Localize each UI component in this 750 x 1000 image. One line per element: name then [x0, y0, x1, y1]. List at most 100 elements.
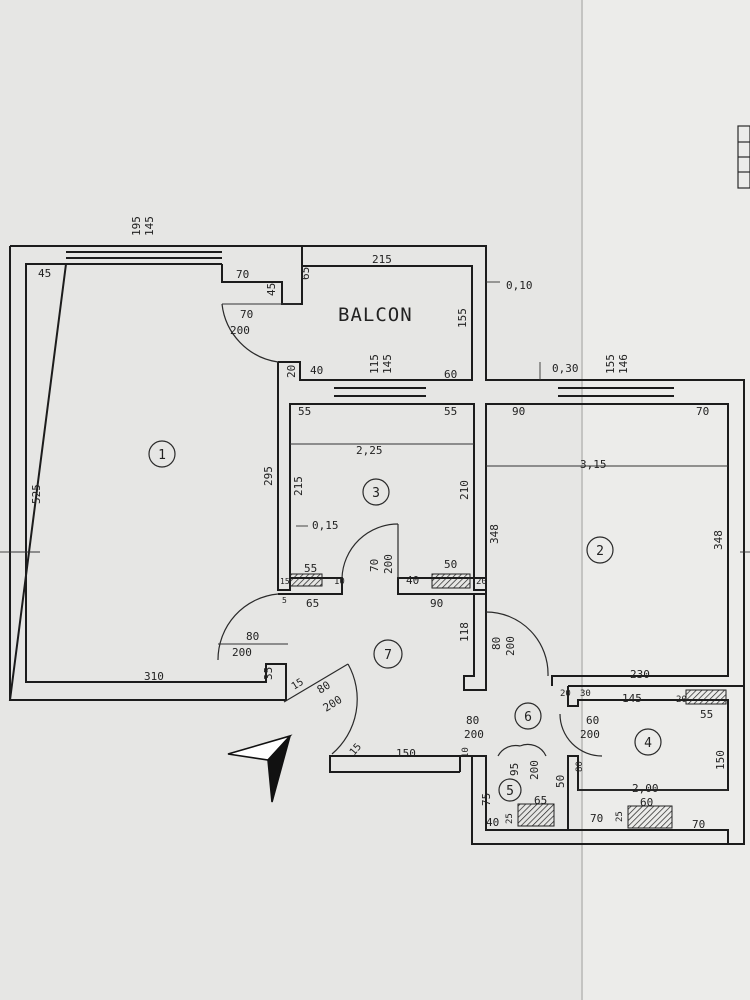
- svg-text:3,15: 3,15: [580, 458, 607, 471]
- svg-text:40: 40: [406, 574, 419, 587]
- window-room1: [66, 245, 222, 265]
- svg-text:200: 200: [528, 760, 541, 780]
- svg-text:25: 25: [615, 811, 625, 822]
- svg-text:20: 20: [676, 695, 687, 705]
- room-7-circle: [373, 639, 403, 669]
- svg-text:10: 10: [334, 577, 345, 587]
- svg-text:150: 150: [396, 747, 416, 760]
- room-3-circle: [362, 478, 390, 506]
- svg-text:2,00: 2,00: [632, 782, 659, 795]
- svg-text:60: 60: [586, 714, 599, 727]
- svg-text:55: 55: [298, 405, 311, 418]
- door-arcs: [217, 303, 603, 757]
- room-2-label: 2: [596, 544, 604, 559]
- svg-text:90: 90: [430, 597, 443, 610]
- svg-text:10: 10: [461, 747, 471, 758]
- north-arrow-icon: [227, 734, 293, 803]
- svg-text:75: 75: [480, 793, 493, 806]
- svg-text:145: 145: [622, 692, 642, 705]
- svg-text:20: 20: [560, 689, 571, 699]
- room-6-circle: [514, 702, 542, 730]
- door-arc-room3: [341, 523, 399, 579]
- svg-text:90: 90: [512, 405, 525, 418]
- door-arc-balcony: [221, 303, 279, 363]
- svg-text:145: 145: [381, 354, 394, 374]
- svg-text:2,25: 2,25: [356, 444, 383, 457]
- svg-text:45: 45: [38, 267, 51, 280]
- svg-text:195: 195: [130, 216, 143, 236]
- svg-text:40: 40: [486, 816, 499, 829]
- svg-text:30: 30: [580, 689, 591, 699]
- svg-text:50: 50: [444, 558, 457, 571]
- svg-text:348: 348: [488, 524, 501, 544]
- paper-right-panel: [582, 0, 750, 1000]
- svg-text:215: 215: [292, 476, 305, 496]
- svg-text:230: 230: [630, 668, 650, 681]
- svg-text:35: 35: [262, 667, 275, 680]
- svg-text:0,10: 0,10: [506, 279, 533, 292]
- svg-text:115: 115: [368, 354, 381, 374]
- svg-text:200: 200: [232, 646, 252, 659]
- room-5-circle: [498, 778, 522, 802]
- svg-text:60: 60: [444, 368, 457, 381]
- room-1-label: 1: [158, 448, 166, 463]
- dimension-lines: [0, 281, 750, 791]
- duct-room5: [517, 803, 555, 827]
- room-7-label: 7: [384, 648, 392, 663]
- room-5-label: 5: [506, 784, 514, 799]
- corner-grid: [737, 125, 750, 189]
- room-markers: [148, 440, 662, 802]
- svg-text:65: 65: [534, 794, 547, 807]
- svg-text:80: 80: [490, 637, 503, 650]
- door-arc-room6b: [519, 743, 547, 757]
- svg-text:80: 80: [466, 714, 479, 727]
- svg-text:50: 50: [554, 775, 567, 788]
- svg-text:150: 150: [714, 750, 727, 770]
- walls: [8, 245, 745, 845]
- dimension-texts: 195 145 45 70 45 65 215 155 0,10 70 200 …: [30, 216, 727, 831]
- door-arc-room6a: [497, 744, 521, 757]
- door-arc-room2: [485, 611, 549, 677]
- wall-room2-outer: [329, 379, 745, 845]
- svg-text:200: 200: [382, 554, 395, 574]
- svg-text:200: 200: [230, 324, 250, 337]
- balcony-label: BALCON: [338, 304, 413, 326]
- duct-room4-bottom: [627, 805, 673, 829]
- room-4-circle: [634, 728, 662, 756]
- wall-room3-left: [277, 362, 558, 591]
- svg-text:45: 45: [265, 283, 278, 296]
- ducts: [289, 573, 727, 829]
- svg-text:80: 80: [246, 630, 259, 643]
- svg-text:20: 20: [285, 365, 298, 378]
- svg-text:70: 70: [590, 812, 603, 825]
- svg-text:15: 15: [280, 577, 290, 586]
- svg-text:40: 40: [310, 364, 323, 377]
- svg-text:348: 348: [712, 530, 725, 550]
- svg-text:210: 210: [458, 480, 471, 500]
- svg-text:70: 70: [236, 268, 249, 281]
- svg-text:55: 55: [444, 405, 457, 418]
- svg-text:145: 145: [143, 216, 156, 236]
- svg-text:70: 70: [368, 559, 381, 572]
- duct-room3-left: [289, 573, 323, 587]
- svg-text:70: 70: [692, 818, 705, 831]
- svg-text:118: 118: [458, 622, 471, 642]
- duct-room3-right: [431, 573, 471, 589]
- svg-text:215: 215: [372, 253, 392, 266]
- svg-text:5: 5: [282, 596, 287, 605]
- svg-text:65: 65: [299, 267, 312, 280]
- svg-text:20: 20: [476, 577, 487, 587]
- room-labels: 1 2 3 4 5 6 7: [158, 448, 652, 799]
- room-3-label: 3: [372, 486, 380, 501]
- svg-text:155: 155: [604, 354, 617, 374]
- svg-text:200: 200: [464, 728, 484, 741]
- svg-text:55: 55: [304, 562, 317, 575]
- svg-text:200: 200: [580, 728, 600, 741]
- svg-text:95: 95: [508, 763, 521, 776]
- door-arc-entrance: [331, 663, 358, 755]
- svg-text:310: 310: [144, 670, 164, 683]
- svg-text:70: 70: [240, 308, 253, 321]
- svg-text:80: 80: [575, 761, 585, 772]
- svg-text:0,30: 0,30: [552, 362, 579, 375]
